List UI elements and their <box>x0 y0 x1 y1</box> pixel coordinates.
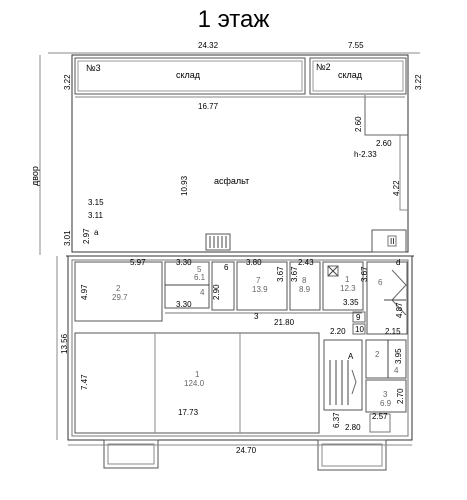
room-no3-name: склад <box>176 70 201 80</box>
room-small-2-number: 2 <box>375 350 380 359</box>
dim-2-60-horizontal: 2.60 <box>376 139 392 148</box>
dim-6: 6 <box>224 263 229 272</box>
dim-10-93: 10.93 <box>180 175 189 196</box>
dim-2-60-vertical: 2.60 <box>354 116 363 132</box>
dim-6-37: 6.37 <box>332 412 341 428</box>
room-7-number: 7 <box>256 276 261 285</box>
dim-2-80: 2.80 <box>345 423 361 432</box>
dim-3-80: 3.80 <box>246 258 262 267</box>
room-small-3-number: 3 <box>383 390 388 399</box>
dim-2-15: 2.15 <box>385 327 401 336</box>
room-6-right-number: 6 <box>378 278 383 287</box>
corner-mark: d <box>396 258 401 267</box>
dim-3-01: 3.01 <box>63 230 72 246</box>
dim-3-95: 3.95 <box>394 348 403 364</box>
dim-3-11: 3.11 <box>88 211 103 220</box>
dim-13-56: 13.56 <box>60 333 69 354</box>
dim-top-left-width: 24.32 <box>198 41 219 50</box>
room-small-3-area: 6.9 <box>380 399 392 408</box>
dim-5-97: 5.97 <box>130 258 146 267</box>
room-8-area: 8.9 <box>299 285 311 294</box>
dim-3-67b: 3.67 <box>290 266 299 282</box>
room-1-number: 1 <box>345 275 350 284</box>
room-1-area: 12.3 <box>340 284 356 293</box>
dim-top-right-width: 7.55 <box>348 41 364 50</box>
dim-2-43: 2.43 <box>298 258 314 267</box>
room-no2-number: №2 <box>316 62 331 72</box>
dim-4-87: 4.87 <box>395 302 404 318</box>
marker-a: a <box>94 228 99 237</box>
room-2-area: 29.7 <box>112 293 128 302</box>
room-9-number: 9 <box>356 313 361 322</box>
dim-7-47: 7.47 <box>80 374 89 390</box>
room-no2-name: склад <box>338 70 363 80</box>
hall-number: 1 <box>195 370 200 379</box>
room-2-number: 2 <box>116 284 121 293</box>
dim-3-15: 3.15 <box>88 198 104 207</box>
dim-24-70: 24.70 <box>236 446 257 455</box>
room-5-area: 6.1 <box>194 273 206 282</box>
dim-3-30b: 3.30 <box>176 300 192 309</box>
room-7-area: 13.9 <box>252 285 268 294</box>
dim-3-35: 3.35 <box>343 298 359 307</box>
room-3-number: 3 <box>254 312 259 321</box>
room-no3-number: №3 <box>86 63 101 73</box>
room-5-number: 5 <box>197 265 202 274</box>
room-8-number: 8 <box>302 276 307 285</box>
dim-16-77: 16.77 <box>198 102 219 111</box>
dim-3-67a: 3.67 <box>276 266 285 282</box>
dim-17-73: 17.73 <box>178 408 199 417</box>
dim-4-97: 4.97 <box>80 284 89 300</box>
dim-2-20: 2.20 <box>330 327 346 336</box>
hall-area: 124.0 <box>184 379 205 388</box>
floor-title: 1 этаж <box>197 6 270 33</box>
dim-21-80: 21.80 <box>274 318 295 327</box>
dim-2-90: 2.90 <box>212 284 221 300</box>
room-4-number: 4 <box>200 288 205 297</box>
dim-3-30a: 3.30 <box>176 258 192 267</box>
dim-3-67c: 3.67 <box>360 266 369 282</box>
stair-a-mark: A <box>348 352 354 361</box>
courtyard-label: двор <box>30 166 40 186</box>
room-10-number: 10 <box>355 325 364 334</box>
dim-left-top: 3.22 <box>63 74 72 90</box>
dim-2-70: 2.70 <box>396 388 405 404</box>
dim-2-57: 2.57 <box>372 412 388 421</box>
dim-height-h: h-2.33 <box>354 150 377 159</box>
dim-right-top: 3.22 <box>414 74 423 90</box>
dim-2-97: 2.97 <box>82 228 91 244</box>
dim-4-22: 4.22 <box>392 180 401 196</box>
stair-mark-ii: II <box>390 237 395 246</box>
yard-surface-label: асфальт <box>214 176 250 186</box>
room-small-4-number: 4 <box>394 366 399 375</box>
